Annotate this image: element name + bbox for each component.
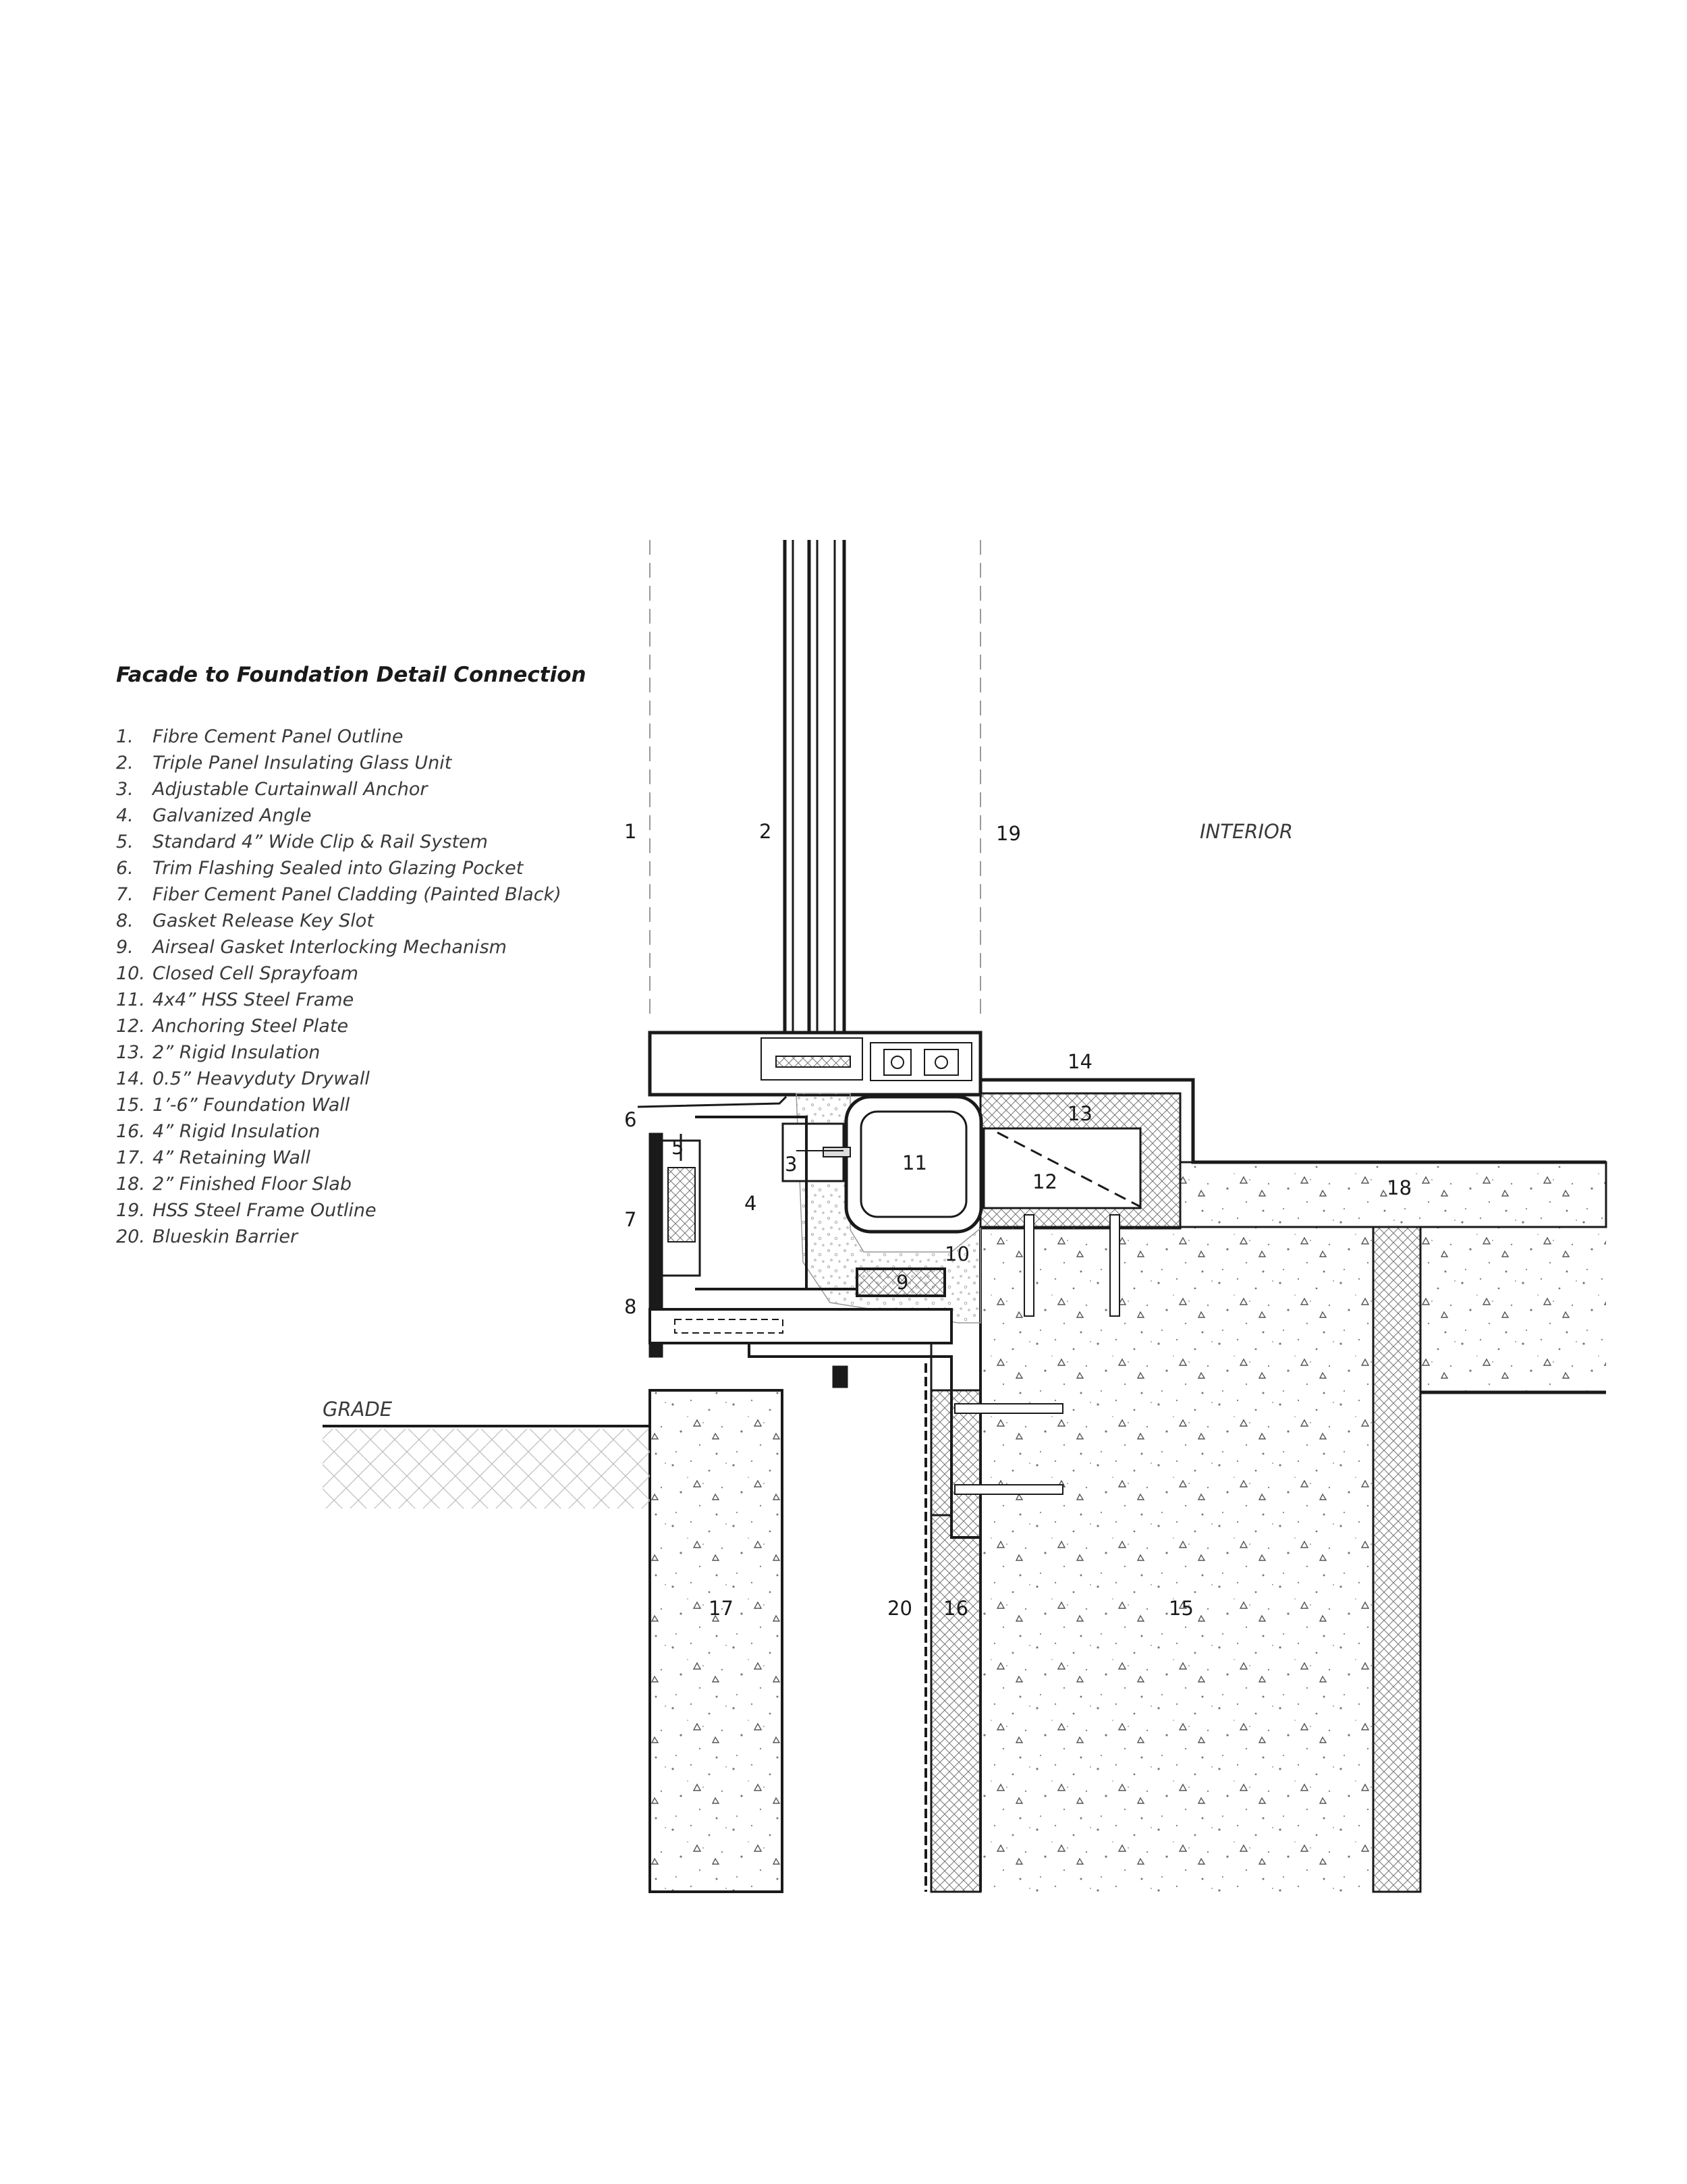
cladding-assembly	[648, 1132, 701, 1358]
tag-11: 11	[902, 1151, 927, 1174]
tag-6: 6	[624, 1108, 636, 1131]
anchor-bolts	[954, 1214, 1120, 1495]
legend-item: 4.Galvanized Angle	[116, 805, 312, 826]
grade-soil	[323, 1390, 651, 1508]
legend-item: 20.Blueskin Barrier	[116, 1226, 298, 1247]
legend-item: 7.Fiber Cement Panel Cladding (Painted B…	[116, 884, 561, 905]
legend-item: 17.4” Retaining Wall	[116, 1147, 310, 1168]
glazing-unit	[783, 540, 846, 1045]
tag-12: 12	[1032, 1170, 1057, 1193]
tag-8: 8	[624, 1295, 636, 1318]
legend-item: 11.4x4” HSS Steel Frame	[116, 989, 354, 1010]
tag-15: 15	[1169, 1597, 1194, 1620]
interior-insulation	[1372, 1226, 1422, 1893]
legend-item: 19.HSS Steel Frame Outline	[116, 1200, 377, 1221]
rigid-insulation	[930, 1389, 982, 1893]
legend-item: 5.Standard 4” Wide Clip & Rail System	[116, 831, 488, 852]
legend-item: 18.2” Finished Floor Slab	[116, 1174, 352, 1195]
tag-14: 14	[1068, 1050, 1093, 1073]
gasket-assembly	[648, 1267, 980, 1539]
legend-item: 16.4” Rigid Insulation	[116, 1121, 321, 1142]
tag-4: 4	[744, 1192, 756, 1215]
foundation-wall	[979, 1226, 1606, 1892]
curtainwall-anchor	[781, 1122, 851, 1182]
legend-item: 8.Gasket Release Key Slot	[116, 910, 374, 931]
tag-3: 3	[785, 1153, 797, 1176]
diagram-title: Facade to Foundation Detail Connection	[116, 663, 586, 687]
tag-13: 13	[1068, 1102, 1093, 1125]
tag-9: 9	[896, 1271, 908, 1294]
legend-item: 12.Anchoring Steel Plate	[116, 1016, 349, 1037]
legend-item: 13.2” Rigid Insulation	[116, 1042, 321, 1063]
legend-item: 6.Trim Flashing Sealed into Glazing Pock…	[116, 858, 524, 879]
tag-16: 16	[943, 1597, 968, 1620]
legend-item: 9.Airseal Gasket Interlocking Mechanism	[116, 937, 507, 958]
tag-19: 19	[996, 822, 1021, 845]
legend-item: 2.Triple Panel Insulating Glass Unit	[116, 753, 452, 773]
legend-list: 1.Fibre Cement Panel Outline 2.Triple Pa…	[116, 724, 561, 1250]
legend-item: 15.1’-6” Foundation Wall	[116, 1095, 350, 1116]
grade-label: GRADE	[323, 1398, 393, 1421]
interior-label: INTERIOR	[1200, 820, 1293, 843]
galvanized-angle	[695, 1116, 857, 1290]
legend-item: 1.Fibre Cement Panel Outline	[116, 726, 404, 747]
hss-frame	[844, 1095, 983, 1234]
tag-2: 2	[759, 820, 771, 843]
curtainwall-sill	[648, 1031, 983, 1097]
legend-item: 3.Adjustable Curtainwall Anchor	[116, 779, 428, 800]
tag-1: 1	[624, 820, 636, 843]
tag-20: 20	[887, 1597, 912, 1620]
tag-7: 7	[624, 1208, 636, 1231]
legend-item: 10.Closed Cell Sprayfoam	[116, 963, 359, 984]
trim-flashing	[637, 1095, 787, 1108]
legend-item: 14.0.5” Heavyduty Drywall	[116, 1068, 370, 1089]
tag-10: 10	[945, 1243, 970, 1265]
tag-5: 5	[671, 1136, 684, 1159]
tag-17: 17	[709, 1597, 734, 1620]
tag-18: 18	[1387, 1176, 1412, 1199]
retaining-wall	[648, 1389, 783, 1893]
